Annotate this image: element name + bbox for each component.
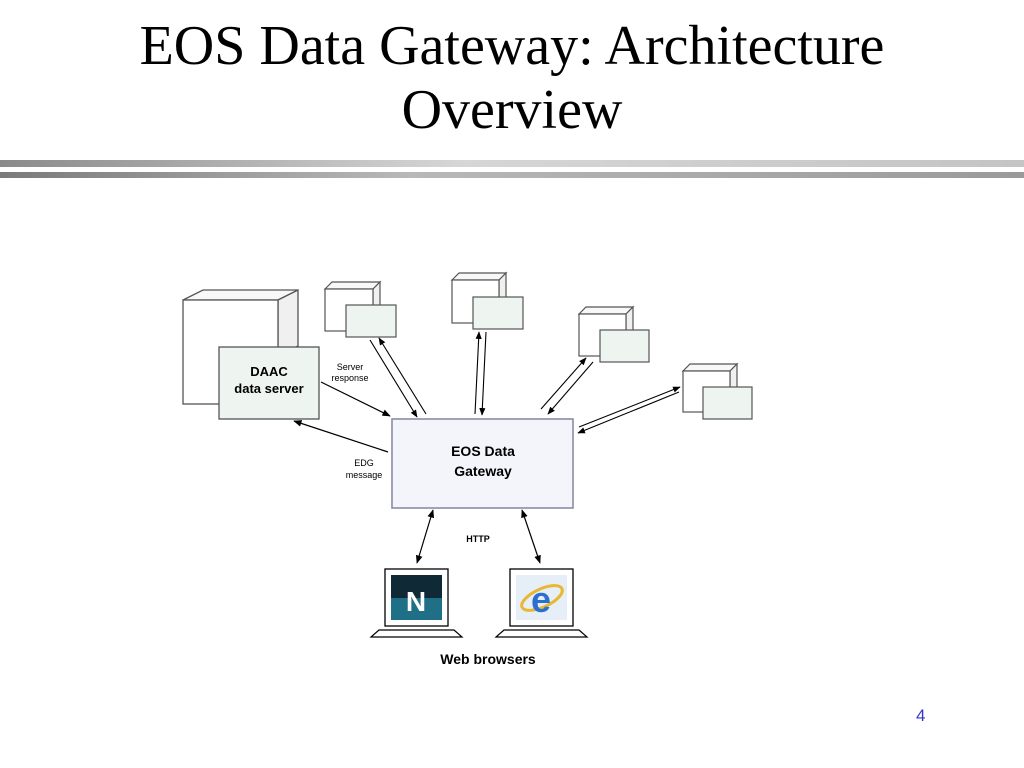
http-arrow-ie [521, 509, 541, 564]
page-number: 4 [916, 706, 926, 725]
server-response-label-line-1: Server [337, 362, 364, 372]
http-arrow-netscape [415, 509, 435, 564]
daac-label-line-2: data server [234, 381, 303, 396]
ie-letter: e [531, 579, 551, 620]
http-label: HTTP [466, 534, 490, 544]
edg-message-label-line-1: EDG [354, 458, 374, 468]
server-box-icon [681, 362, 753, 420]
netscape-browser-icon: N [369, 568, 464, 638]
server-box-icon [323, 280, 397, 338]
server-response-label-line-2: response [331, 373, 368, 383]
daac-server-icon: DAAC data server [182, 288, 320, 420]
internet-explorer-icon: e [494, 568, 589, 638]
title-divider-bottom [0, 172, 1024, 178]
title-divider-top [0, 160, 1024, 167]
server-box-icon [577, 305, 650, 363]
edg-message-label-line-2: message [346, 470, 383, 480]
edg-message-arrow [293, 420, 389, 453]
title-line-2: Overview [401, 79, 623, 141]
web-browsers-label: Web browsers [440, 651, 536, 667]
gateway-box: EOS Data Gateway [391, 418, 574, 509]
server-link-3 [540, 357, 594, 415]
netscape-letter: N [406, 586, 426, 617]
daac-label-line-1: DAAC [250, 364, 288, 379]
gateway-label-line-1: EOS Data [451, 443, 515, 459]
server-response-arrow [320, 381, 391, 417]
server-link-1 [369, 337, 427, 418]
title-line-1: EOS Data Gateway: Architecture [139, 15, 885, 77]
gateway-label-line-2: Gateway [454, 463, 512, 479]
server-link-2 [474, 331, 487, 416]
server-box-icon [450, 271, 524, 330]
server-link-4 [577, 386, 681, 434]
slide-title: EOS Data Gateway: Architecture Overview [0, 14, 1024, 142]
